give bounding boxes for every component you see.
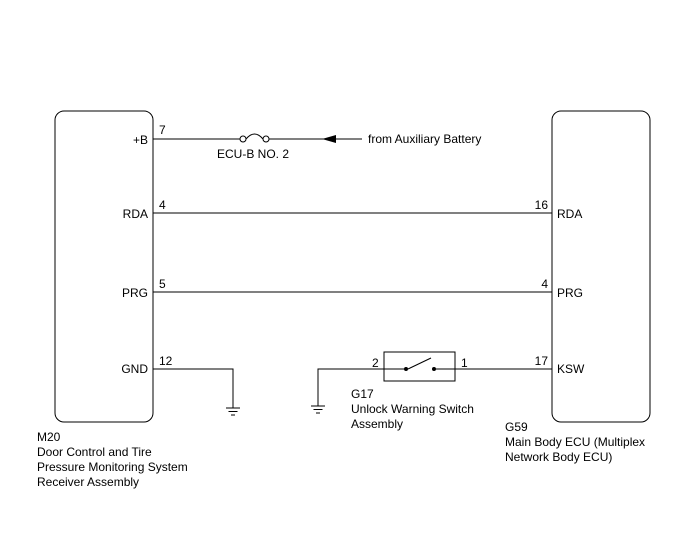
ground-icon: [311, 405, 325, 414]
terminal-label-rda-left: RDA: [123, 207, 148, 221]
fuse-terminal-right: [262, 135, 270, 143]
left-component-name-line-3: Receiver Assembly: [37, 475, 139, 489]
switch-pin-2: 2: [372, 356, 379, 370]
ground-icon: [226, 407, 240, 416]
pin-number-5: 5: [159, 277, 166, 291]
switch-pin-1: 1: [461, 356, 468, 370]
right-component-code: G59: [505, 420, 528, 434]
terminal-label-plus-b: +B: [133, 133, 148, 147]
arrow-icon: [322, 135, 336, 143]
fuse-symbol: [245, 133, 264, 140]
power-source-label: from Auxiliary Battery: [368, 132, 481, 146]
pin-number-17: 17: [535, 354, 549, 368]
terminal-label-prg-left: PRG: [122, 286, 148, 300]
switch-name-line-1: Unlock Warning Switch: [351, 402, 474, 416]
pin-number-4-left: 4: [159, 198, 166, 212]
left-component-name-line-1: Door Control and Tire: [37, 445, 152, 459]
pin-number-16: 16: [535, 198, 549, 212]
fuse-label: ECU-B NO. 2: [217, 147, 289, 161]
right-component-name-line-2: Network Body ECU): [505, 450, 612, 464]
switch-box: [383, 351, 456, 382]
terminal-label-prg-right: PRG: [557, 286, 583, 300]
left-component-code: M20: [37, 430, 61, 444]
switch-name-line-2: Assembly: [351, 417, 403, 431]
terminal-label-ksw: KSW: [557, 362, 585, 376]
right-component-box: [551, 110, 651, 423]
wire-gnd: [153, 368, 234, 408]
switch-contact-left: [404, 367, 408, 371]
fuse-terminal-left: [239, 135, 247, 143]
pin-number-12: 12: [159, 354, 173, 368]
wire-switch-ground: [317, 368, 384, 406]
switch-code: G17: [351, 387, 374, 401]
left-component-box: [54, 110, 154, 423]
left-component-name-line-2: Pressure Monitoring System: [37, 460, 188, 474]
pin-number-7: 7: [159, 123, 166, 137]
pin-number-4-right: 4: [541, 277, 548, 291]
switch-contact-right: [432, 367, 436, 371]
right-component-name-line-1: Main Body ECU (Multiplex: [505, 435, 645, 449]
switch-blade: [407, 357, 432, 370]
terminal-label-gnd: GND: [121, 362, 148, 376]
terminal-label-rda-right: RDA: [557, 207, 582, 221]
